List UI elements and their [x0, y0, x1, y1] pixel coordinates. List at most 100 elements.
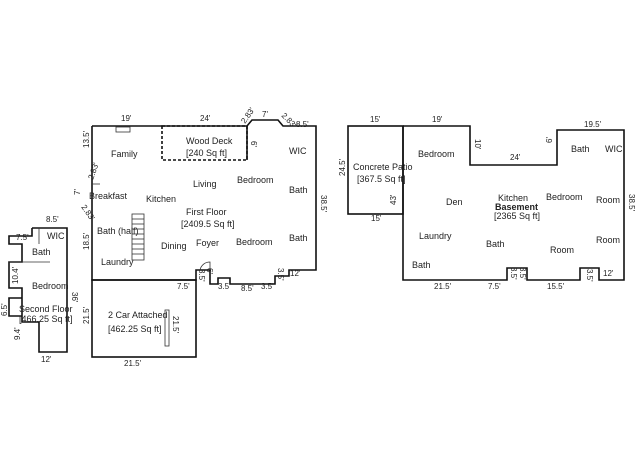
dim-pat-left: 24.5' [338, 158, 347, 176]
dim-bs-bottom-12: 12' [603, 269, 614, 278]
dim-ff-bottom-35d: 3.5' [276, 268, 285, 281]
room-laundry-basement: Laundry [419, 231, 452, 241]
room-room-basement-3: Room [596, 235, 620, 245]
garage-outline [91, 279, 197, 358]
dim-ff-top-angle1: 2.83' [239, 106, 256, 126]
dim-sf-top: 8.5' [46, 215, 59, 224]
dim-sf-bottom: 12' [41, 355, 52, 364]
room-bath-basement-1: Bath [571, 144, 590, 154]
room-breakfast: Breakfast [89, 191, 128, 201]
room-bath-half: Bath (half) [97, 226, 139, 236]
dim-ff-deck-side: 6' [249, 141, 258, 147]
dim-sf-right: 36' [70, 292, 79, 303]
floor-title-first: First Floor [186, 207, 227, 217]
dim-gar-left: 21.5' [82, 306, 91, 324]
stairs-icon [131, 213, 145, 261]
second-floor-plan: WIC Bath Bedroom Second Floor [466.25 Sq… [0, 215, 79, 364]
room-dining: Dining [161, 241, 187, 251]
dim-sf-left-low: 6.5' [0, 303, 9, 316]
room-bath-second: Bath [32, 247, 51, 257]
room-bedroom-second: Bedroom [32, 281, 69, 291]
dim-bs-bottom-35a: 3.5' [509, 267, 518, 280]
floor-title-basement: Basement [495, 202, 538, 212]
dim-ff-bottom-35a: 3.5' [197, 269, 206, 282]
dim-ff-bottom-12: 12' [290, 269, 301, 278]
room-bedroom-first-2: Bedroom [236, 237, 273, 247]
room-living: Living [193, 179, 217, 189]
dim-ff-bottom-6: 6' [205, 268, 214, 274]
first-floor-plan: Family Wood Deck [240 Sq ft] WIC Breakfa… [73, 106, 328, 293]
basement-plan: Bedroom Bath WIC Den Kitchen Basement [2… [402, 115, 636, 291]
room-bath-first-1: Bath [289, 185, 308, 195]
room-bath-first-2: Bath [289, 233, 308, 243]
dim-sf-left-bottom: 9.4' [13, 327, 22, 340]
room-bedroom-basement-1: Bedroom [418, 149, 455, 159]
room-garage: 2 Car Attached [108, 310, 168, 320]
room-bath-basement-2: Bath [486, 239, 505, 249]
dim-ff-left-7: 7' [73, 189, 82, 195]
room-kitchen-first: Kitchen [146, 194, 176, 204]
fireplace-icon [115, 126, 131, 133]
dim-ff-top-left: 19' [121, 114, 132, 123]
room-wic-basement: WIC [605, 144, 623, 154]
floor-title-second: Second Floor [19, 304, 73, 314]
room-laundry-first: Laundry [101, 257, 134, 267]
room-room-basement-1: Room [596, 195, 620, 205]
room-kitchen-basement: Kitchen [498, 193, 528, 203]
first-floor-outline [91, 119, 317, 285]
dim-ff-left-lower: 18.5' [82, 232, 91, 250]
dim-ff-top-deck: 24' [200, 114, 211, 123]
floor-area-first: [2409.5 Sq ft] [181, 219, 235, 229]
room-wic-first: WIC [289, 146, 307, 156]
room-wood-deck: Wood Deck [186, 136, 233, 146]
dim-bs-bottom-75: 7.5' [488, 282, 501, 291]
door-swing-icon [199, 261, 211, 271]
room-room-basement-2: Room [550, 245, 574, 255]
dim-ff-left-angle2: 2.83' [79, 203, 96, 223]
dim-pat-bottom: 15' [371, 214, 382, 223]
floor-area-second: [466.25 Sq ft] [19, 314, 73, 324]
dim-bs-top-6: 6' [545, 137, 554, 143]
dim-ff-left-upper: 13.5' [82, 130, 91, 148]
dim-gar-bottom: 21.5' [124, 359, 142, 368]
dim-ff-top-angle2: 7' [262, 110, 268, 119]
room-foyer: Foyer [196, 238, 219, 248]
room-bath-basement-3: Bath [412, 260, 431, 270]
second-floor-outline [8, 227, 68, 353]
dim-bs-bottom-215: 21.5' [434, 282, 452, 291]
dim-bs-bottom-35c: 3.5' [585, 269, 594, 282]
dim-bs-mid-24: 24' [510, 153, 521, 162]
dim-pat-top: 15' [370, 115, 381, 124]
floor-area-basement: [2365 Sq ft] [494, 211, 540, 221]
dim-bs-top-19: 19' [432, 115, 443, 124]
dim-ff-bottom-35b: 3.5' [218, 282, 231, 291]
dim-bs-bottom-155: 15.5' [547, 282, 565, 291]
dim-sf-left-mid: 10.4' [11, 266, 20, 284]
dim-ff-bottom-35c: 3.5' [261, 282, 274, 291]
dim-ff-left-angle1: 2.83' [86, 161, 100, 181]
dim-ff-right: 38.5' [319, 195, 328, 213]
dim-bs-top-10: 10' [473, 139, 482, 150]
room-garage-area: [462.25 Sq ft] [108, 324, 162, 334]
room-bedroom-first-1: Bedroom [237, 175, 274, 185]
room-bedroom-basement-2: Bedroom [546, 192, 583, 202]
garage-door-icon [164, 309, 170, 347]
dim-sf-left-top: 7.5' [16, 233, 29, 242]
dim-ff-top-right: 8.5' [296, 120, 309, 129]
dim-bs-top-195: 19.5' [584, 120, 602, 129]
room-family: Family [111, 149, 138, 159]
room-concrete-patio-area: [367.5 Sq ft] [357, 174, 406, 184]
concrete-patio-plan: Concrete Patio [367.5 Sq ft] 15' 24.5' 4… [338, 115, 413, 223]
room-concrete-patio: Concrete Patio [353, 162, 413, 172]
dim-gar-right: 21.5' [171, 316, 180, 334]
dim-pat-right: 43' [389, 194, 398, 205]
room-wic-second: WIC [47, 231, 65, 241]
dim-bs-right: 38.5' [627, 194, 636, 212]
room-den: Den [446, 197, 463, 207]
dim-ff-bottom-85: 8.5' [241, 284, 254, 293]
room-wood-deck-area: [240 Sq ft] [186, 148, 227, 158]
dim-ff-bottom-75: 7.5' [177, 282, 190, 291]
dim-bs-bottom-35b: 3.5' [518, 267, 527, 280]
garage-plan: 2 Car Attached [462.25 Sq ft] 21.5' 21.5… [82, 279, 197, 368]
